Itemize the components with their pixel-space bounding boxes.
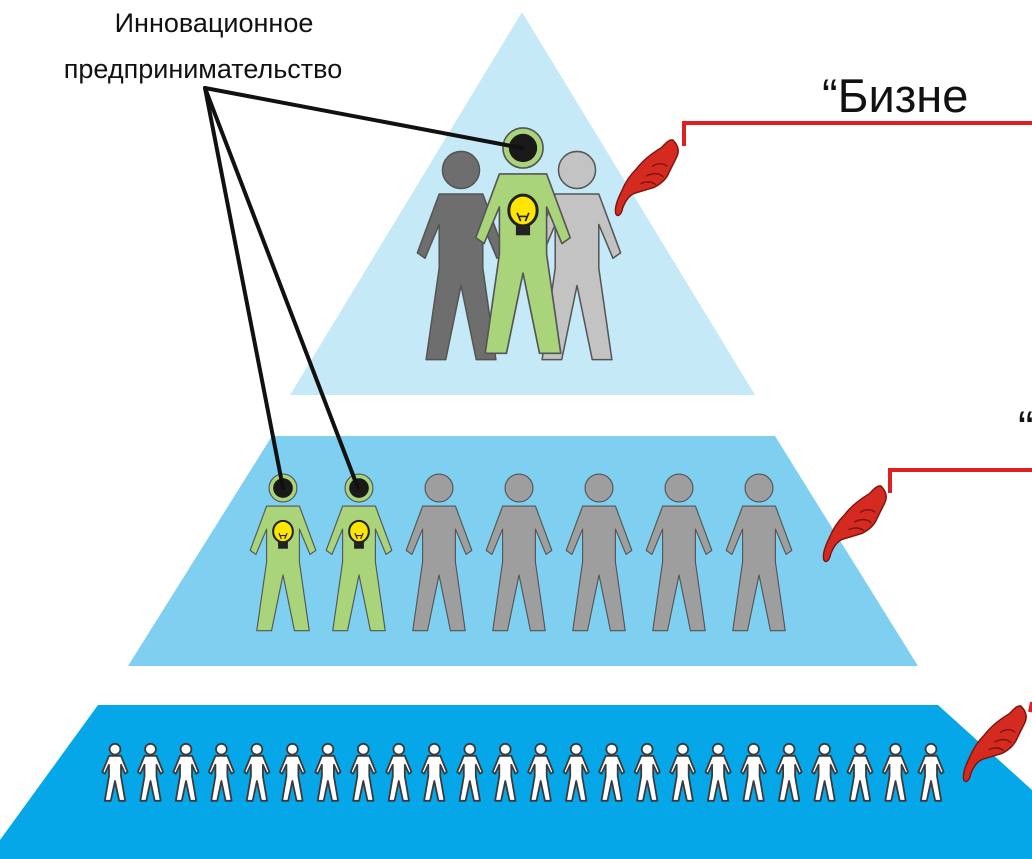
- caption-line-1: Инновационное: [114, 8, 314, 38]
- caption-connectors: [203, 86, 524, 490]
- pointing-hand-icon: [614, 139, 679, 217]
- pointing-hand-icon: [822, 485, 887, 563]
- pointer-middle: [822, 468, 1032, 563]
- connector-line: [203, 86, 524, 150]
- connector-line: [203, 86, 360, 490]
- pointer-top: [614, 121, 1032, 217]
- tier-middle-title: “: [1018, 400, 1032, 456]
- tier-top-title: “Бизне: [822, 69, 969, 122]
- caption-line-2: предпринимательство: [63, 54, 343, 84]
- connector-line: [203, 86, 285, 490]
